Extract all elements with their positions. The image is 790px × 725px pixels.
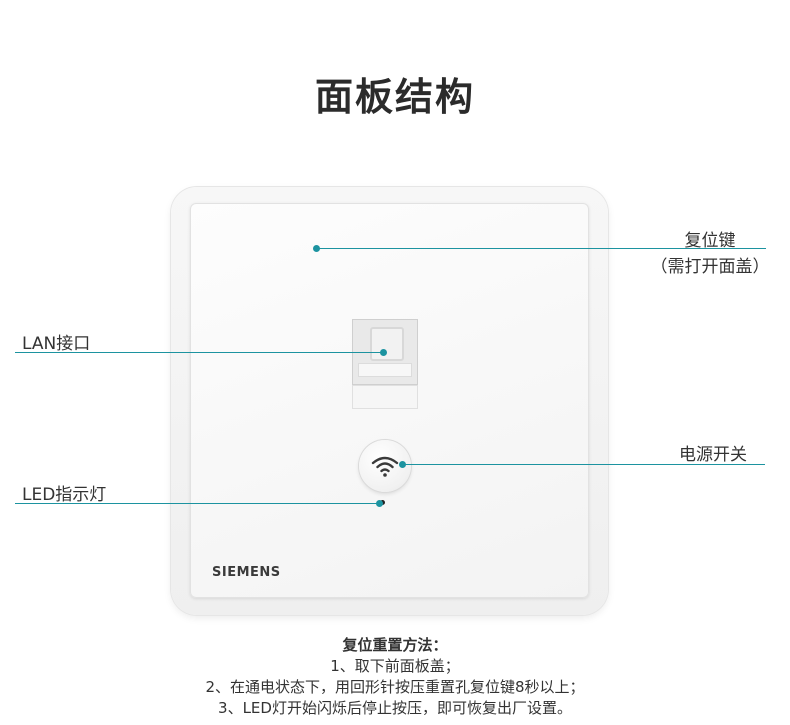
lan-port-lower — [352, 385, 418, 409]
instructions-step-2: 2、在通电状态下，用回形针按压重置孔复位键8秒以上； — [205, 678, 585, 696]
reset-key-line — [316, 248, 766, 249]
led-indicator-dot — [376, 500, 383, 507]
lan-port-slot — [358, 363, 412, 377]
reset-key-label-line1: 复位键 — [684, 231, 736, 251]
reset-key-note: （需打开面盖） — [640, 252, 780, 277]
instructions-heading: 复位重置方法： — [342, 636, 448, 654]
reset-key-label: 复位键 — [655, 226, 765, 251]
led-indicator-line — [15, 503, 380, 504]
reset-instructions: 复位重置方法： 1、取下前面板盖； 2、在通电状态下，用回形针按压重置孔复位键8… — [0, 635, 790, 719]
lan-port-line — [15, 352, 384, 353]
power-switch-label: 电源开关 — [679, 445, 747, 465]
lan-port-label: LAN接口 — [22, 334, 91, 354]
ethernet-port-icon — [370, 327, 404, 361]
lan-port-dot — [380, 349, 387, 356]
instructions-step-1: 1、取下前面板盖； — [330, 657, 460, 675]
reset-key-label-line2: （需打开面盖） — [650, 257, 770, 277]
page-title: 面板结构 — [314, 75, 475, 119]
power-switch-line — [402, 464, 765, 465]
led-indicator-label: LED指示灯 — [22, 485, 107, 505]
wifi-icon — [371, 456, 399, 477]
brand-logo: SIEMENS — [212, 565, 281, 580]
instructions-step-3: 3、LED灯开始闪烁后停止按压，即可恢复出厂设置。 — [218, 699, 572, 717]
